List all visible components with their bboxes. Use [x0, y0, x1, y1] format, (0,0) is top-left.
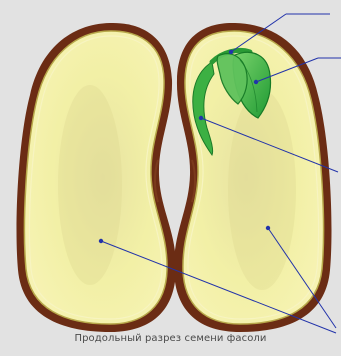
- left-cotyledon-shade: [58, 85, 122, 285]
- pointer-dot-shoot: [229, 50, 233, 54]
- pointer-dot-right-cotyledon: [266, 226, 270, 230]
- pointer-dot-root: [199, 116, 203, 120]
- pointer-dot-left-cotyledon: [99, 239, 103, 243]
- diagram-caption: Продольный разрез семени фасоли: [0, 333, 341, 344]
- left-seed-half: [17, 23, 177, 332]
- pointer-dot-leaf: [254, 80, 258, 84]
- right-cotyledon-shade: [228, 90, 296, 290]
